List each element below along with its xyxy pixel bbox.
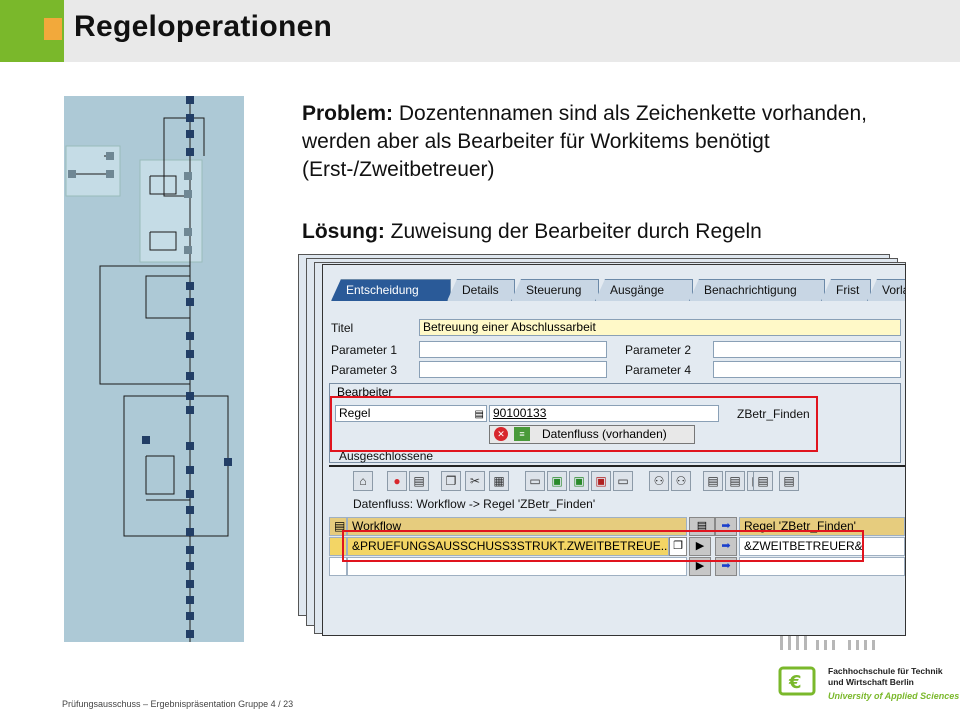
param3-field[interactable] bbox=[419, 361, 607, 378]
datenfluss-toolbar: ⌂ ● ▤ ❐ ✂ ▦ ▭ ▣ ▣ ▣ ▭ ⚇ ⚇ ▤ ▤ ▤ ▤ ▤ bbox=[329, 465, 905, 495]
slide-footer: Prüfungsausschuss – Ergebnispräsentation… bbox=[62, 699, 294, 709]
header-orange-square bbox=[44, 18, 62, 40]
tab-details[interactable]: Details bbox=[447, 279, 515, 301]
solution-statement: Lösung: Zuweisung der Bearbeiter durch R… bbox=[302, 218, 922, 246]
regel-name-text: ZBetr_Finden bbox=[737, 407, 810, 421]
highlight-bearbeiter-box bbox=[330, 396, 818, 452]
workflow-diagram bbox=[64, 96, 244, 642]
solution-label: Lösung: bbox=[302, 220, 385, 243]
ausgeschlossene-label: Ausgeschlossene bbox=[339, 449, 434, 463]
new-icon[interactable]: ▭ bbox=[525, 471, 545, 491]
titel-label: Titel bbox=[331, 321, 354, 335]
datenfluss-title: Datenfluss: Workflow -> Regel 'ZBetr_Fin… bbox=[353, 497, 596, 511]
param3-label: Parameter 3 bbox=[331, 363, 398, 377]
highlight-binding-box bbox=[342, 530, 864, 562]
print-icon[interactable]: ▤ bbox=[753, 471, 773, 491]
play-icon[interactable]: ▶ bbox=[689, 537, 711, 556]
delete-icon[interactable]: ● bbox=[387, 471, 407, 491]
regel-type-label: Regel bbox=[339, 406, 371, 420]
tab-frist[interactable]: Frist bbox=[821, 279, 871, 301]
direction-arrow-icon[interactable]: ➡ bbox=[715, 537, 737, 556]
htw-name-line1: Fachhochschule für Technik bbox=[828, 666, 943, 676]
titel-field[interactable]: Betreuung einer Abschlussarbeit bbox=[419, 319, 901, 336]
datenfluss-button[interactable]: ✕ ≡ Datenfluss (vorhanden) bbox=[489, 425, 695, 444]
solution-text: Zuweisung der Bearbeiter durch Regeln bbox=[384, 220, 762, 243]
delete-icon: ✕ bbox=[494, 427, 508, 441]
move-icon[interactable]: ▭ bbox=[613, 471, 633, 491]
export-icon[interactable]: ▤ bbox=[779, 471, 799, 491]
paste-icon[interactable]: ▦ bbox=[489, 471, 509, 491]
value-help-icon[interactable]: ❐ bbox=[669, 537, 687, 556]
append-icon[interactable]: ▣ bbox=[569, 471, 589, 491]
tab-benachrichtigung[interactable]: Benachrichtigung bbox=[689, 279, 825, 301]
cut-icon[interactable]: ✂ bbox=[465, 471, 485, 491]
bearbeiter-label: Bearbeiter bbox=[335, 385, 395, 399]
problem-statement: Problem: Dozentennamen sind als Zeichenk… bbox=[302, 100, 902, 184]
slide-header: Regeloperationen bbox=[0, 0, 960, 62]
tab-vorla[interactable]: Vorla bbox=[867, 279, 905, 301]
value-help-icon[interactable]: ▤ bbox=[474, 409, 484, 420]
htw-wordmark-icon: € bbox=[778, 636, 875, 696]
datenfluss-button-label: Datenfluss (vorhanden) bbox=[542, 427, 667, 441]
tab-steuerung[interactable]: Steuerung bbox=[511, 279, 599, 301]
tree-icon[interactable]: ⌂ bbox=[353, 471, 373, 491]
info-icon[interactable]: ▤ bbox=[409, 471, 429, 491]
htw-tagline: University of Applied Sciences bbox=[828, 691, 960, 701]
binoculars-icon[interactable]: ⚇ bbox=[649, 471, 669, 491]
expand-icon[interactable]: ▤ bbox=[725, 471, 745, 491]
param2-label: Parameter 2 bbox=[625, 343, 692, 357]
regel-type-select[interactable]: Regel ▤ bbox=[335, 405, 487, 422]
slide-title: Regeloperationen bbox=[74, 10, 333, 43]
param4-label: Parameter 4 bbox=[625, 363, 692, 377]
htw-name-line2: und Wirtschaft Berlin bbox=[828, 677, 914, 687]
param1-field[interactable] bbox=[419, 341, 607, 358]
tab-entscheidung[interactable]: Entscheidung bbox=[331, 279, 451, 301]
svg-text:€: € bbox=[788, 672, 802, 693]
sap-tab-bar: Entscheidung Details Steuerung Ausgänge … bbox=[323, 275, 905, 303]
copy-icon[interactable]: ❐ bbox=[441, 471, 461, 491]
insert-icon[interactable]: ▣ bbox=[547, 471, 567, 491]
param2-field[interactable] bbox=[713, 341, 901, 358]
binding-source-cell[interactable]: &PRUEFUNGSAUSSCHUSS3STRUKT.ZWEITBETREUE.… bbox=[347, 537, 669, 556]
bearbeiter-group bbox=[329, 383, 901, 463]
param1-label: Parameter 1 bbox=[331, 343, 398, 357]
param4-field[interactable] bbox=[713, 361, 901, 378]
regel-id-field[interactable]: 90100133 bbox=[489, 405, 719, 422]
settings-icon[interactable]: ▤ bbox=[703, 471, 723, 491]
find-next-icon[interactable]: ⚇ bbox=[671, 471, 691, 491]
problem-label: Problem: bbox=[302, 102, 394, 125]
dataflow-icon: ≡ bbox=[514, 427, 530, 441]
remove-icon[interactable]: ▣ bbox=[591, 471, 611, 491]
problem-text: Dozentennamen sind als Zeichenkette vorh… bbox=[302, 102, 867, 181]
tab-ausgaenge[interactable]: Ausgänge bbox=[595, 279, 693, 301]
sap-form-area: Titel Betreuung einer Abschlussarbeit Pa… bbox=[329, 303, 905, 463]
